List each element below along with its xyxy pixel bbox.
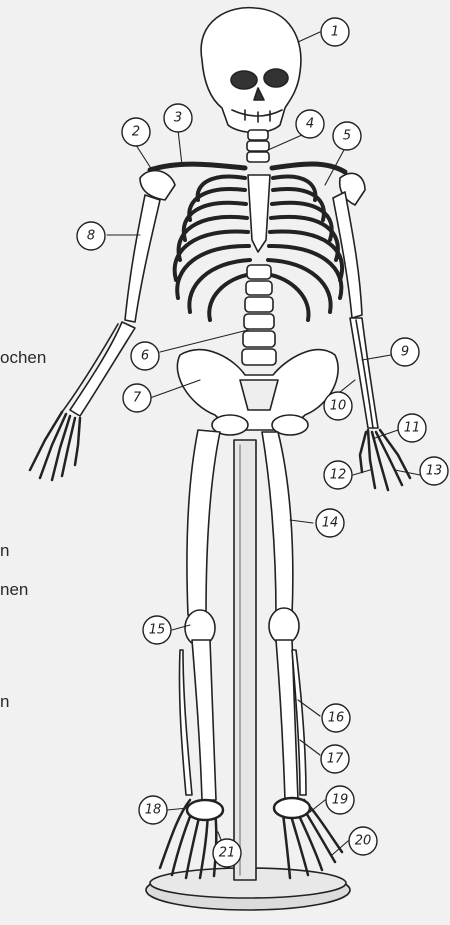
callout-label-15: 15 [149,623,166,638]
callout-label-11: 11 [404,421,421,436]
hand-left [30,412,80,480]
callout-label-10: 10 [330,399,347,414]
skull [201,8,301,133]
callout-label-18: 18 [145,803,162,818]
callout-label-13: 13 [426,464,443,479]
callout-label-19: 19 [332,793,349,808]
fibula-left [179,650,192,795]
callout-label-12: 12 [330,468,347,483]
callout-label-16: 16 [328,711,345,726]
tibia-left [192,640,216,800]
foot-left [160,800,223,878]
patella-right [269,608,299,644]
callout-label-6: 6 [141,349,149,364]
spine [242,265,276,365]
callout-label-14: 14 [322,516,339,531]
callout-label-9: 9 [401,345,409,360]
clavicle-left [150,164,245,170]
humerus-left [125,195,160,322]
callout-label-3: 3 [174,111,182,126]
callout-label-8: 8 [87,229,95,244]
callout-label-1: 1 [331,25,339,40]
callout-label-5: 5 [343,129,351,144]
callout-label-21: 21 [219,846,236,861]
callout-label-20: 20 [355,834,372,849]
callout-label-7: 7 [133,391,142,406]
sternum [248,175,270,252]
callout-label-4: 4 [306,117,314,132]
femur-left [187,430,220,615]
stand-pole [234,440,256,880]
femur-right [262,432,293,615]
callout-label-2: 2 [132,125,140,140]
callout-label-17: 17 [327,752,344,767]
